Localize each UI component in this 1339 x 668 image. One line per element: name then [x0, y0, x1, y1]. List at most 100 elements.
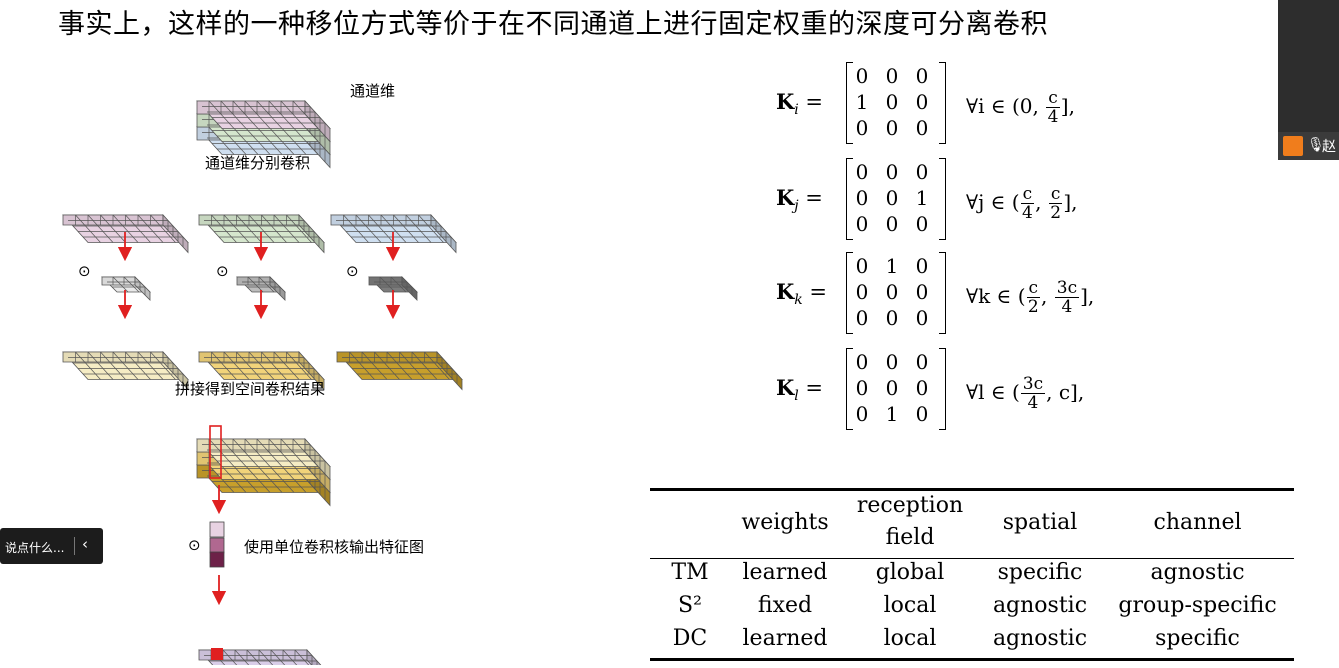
- grid-line: [349, 351, 375, 380]
- unit-kernel-cell: [209, 537, 225, 554]
- grid-line: [405, 214, 432, 243]
- grid-line: [137, 214, 164, 243]
- collapse-chevron-icon[interactable]: ‹: [82, 535, 88, 553]
- avatar-icon: [1283, 136, 1303, 156]
- kernel-dark-front: [368, 276, 403, 286]
- grid-line: [343, 214, 369, 243]
- odot-symbol: ⊙: [188, 536, 201, 554]
- table-cell: specific: [1155, 626, 1240, 651]
- grid-line: [258, 649, 274, 665]
- label-channel-dim: 通道维: [350, 82, 396, 100]
- grid-line: [261, 351, 287, 380]
- grid-line: [123, 276, 140, 293]
- grid-line: [223, 351, 250, 380]
- matrix-cell: 0: [915, 116, 929, 140]
- grid-line: [234, 649, 250, 665]
- output-darkgold-side: [436, 350, 463, 391]
- camera-name-bar: 🎙 赵: [1278, 132, 1339, 160]
- label-unit-kernel: 使用单位卷积核输出特征图: [244, 538, 425, 556]
- table-header: channel: [1153, 510, 1242, 535]
- table-cell: fixed: [757, 593, 813, 618]
- matrix-cell: 0: [915, 402, 929, 426]
- odot-symbol: ⊙: [216, 262, 229, 280]
- group-green-side: [298, 213, 325, 254]
- chat-placeholder[interactable]: 说点什么...: [5, 541, 65, 555]
- grid-line: [280, 100, 307, 129]
- concat-cream-side: [304, 437, 331, 481]
- matrix-cell: 0: [885, 160, 899, 184]
- kernel-symbol: Kk =: [776, 279, 828, 309]
- matrix-cell: 1: [915, 186, 929, 210]
- odot-symbol: ⊙: [346, 262, 359, 280]
- chat-input-bar[interactable]: 说点什么... ‹: [0, 528, 103, 564]
- microphone-icon[interactable]: 🎙: [1307, 137, 1325, 153]
- unit-kernel-cell: [209, 551, 225, 568]
- matrix-cell: 0: [885, 306, 899, 330]
- grid-line: [211, 214, 237, 243]
- table-header: weights: [741, 510, 829, 535]
- grid-line: [112, 214, 139, 243]
- unit-kernel-cell: [209, 521, 225, 538]
- grid-line: [292, 100, 319, 129]
- grid-line: [87, 214, 114, 243]
- kernel-light-front: [101, 276, 136, 286]
- table-cell: local: [883, 626, 937, 651]
- grid-line: [125, 351, 151, 380]
- matrix-cell: 0: [915, 376, 929, 400]
- highlight-column: [209, 425, 222, 479]
- matrix-cell: 1: [885, 402, 899, 426]
- shift-conv-diagram: [62, 99, 463, 665]
- matrix-cell: 1: [855, 90, 869, 114]
- matrix-cell: 0: [885, 64, 899, 88]
- matrix-cell: 0: [885, 212, 899, 236]
- grid-line: [379, 276, 396, 293]
- matrix-cell: 0: [885, 280, 899, 304]
- grid-line: [246, 649, 262, 665]
- grid-line: [390, 276, 407, 293]
- odot-symbol: ⊙: [78, 262, 91, 280]
- participant-name: 赵: [1322, 139, 1336, 155]
- table-cell: agnostic: [992, 626, 1088, 651]
- camera-preview[interactable]: 🎙 赵: [1278, 0, 1339, 160]
- grid-line: [273, 351, 300, 380]
- matrix-cell: 0: [855, 254, 869, 278]
- grid-line: [286, 214, 312, 243]
- grid-line: [112, 276, 129, 293]
- grid-line: [248, 351, 275, 380]
- matrix-cell: 0: [915, 212, 929, 236]
- kernel-symbol: Ki =: [776, 89, 824, 119]
- grid-line: [374, 351, 400, 380]
- grid-line: [270, 649, 286, 665]
- output-pixel: [211, 648, 223, 660]
- label-per-channel-conv: 通道维分别卷积: [205, 154, 311, 172]
- grid-line: [294, 649, 310, 665]
- table-cell: local: [883, 593, 937, 618]
- grid-line: [75, 214, 101, 243]
- matrix-cell: 0: [915, 254, 929, 278]
- grid-line: [223, 214, 250, 243]
- grid-line: [232, 438, 259, 467]
- grid-line: [411, 351, 438, 380]
- grid-line: [282, 649, 298, 665]
- grid-line: [386, 351, 413, 380]
- matrix-cell: 0: [855, 160, 869, 184]
- matrix-cell: 0: [855, 350, 869, 374]
- grid-line: [261, 214, 287, 243]
- grid-line: [211, 351, 237, 380]
- group-blue-side: [430, 213, 457, 254]
- grid-line: [380, 214, 407, 243]
- grid-line: [87, 351, 114, 380]
- label-concat-result: 拼接得到空间卷积结果: [175, 380, 326, 398]
- grid-line: [222, 649, 238, 665]
- grid-line: [361, 351, 388, 380]
- matrix-cell: 0: [915, 306, 929, 330]
- grid-line: [268, 438, 295, 467]
- grid-line: [232, 100, 259, 129]
- matrix-cell: 0: [885, 350, 899, 374]
- group-pink-side: [162, 213, 189, 254]
